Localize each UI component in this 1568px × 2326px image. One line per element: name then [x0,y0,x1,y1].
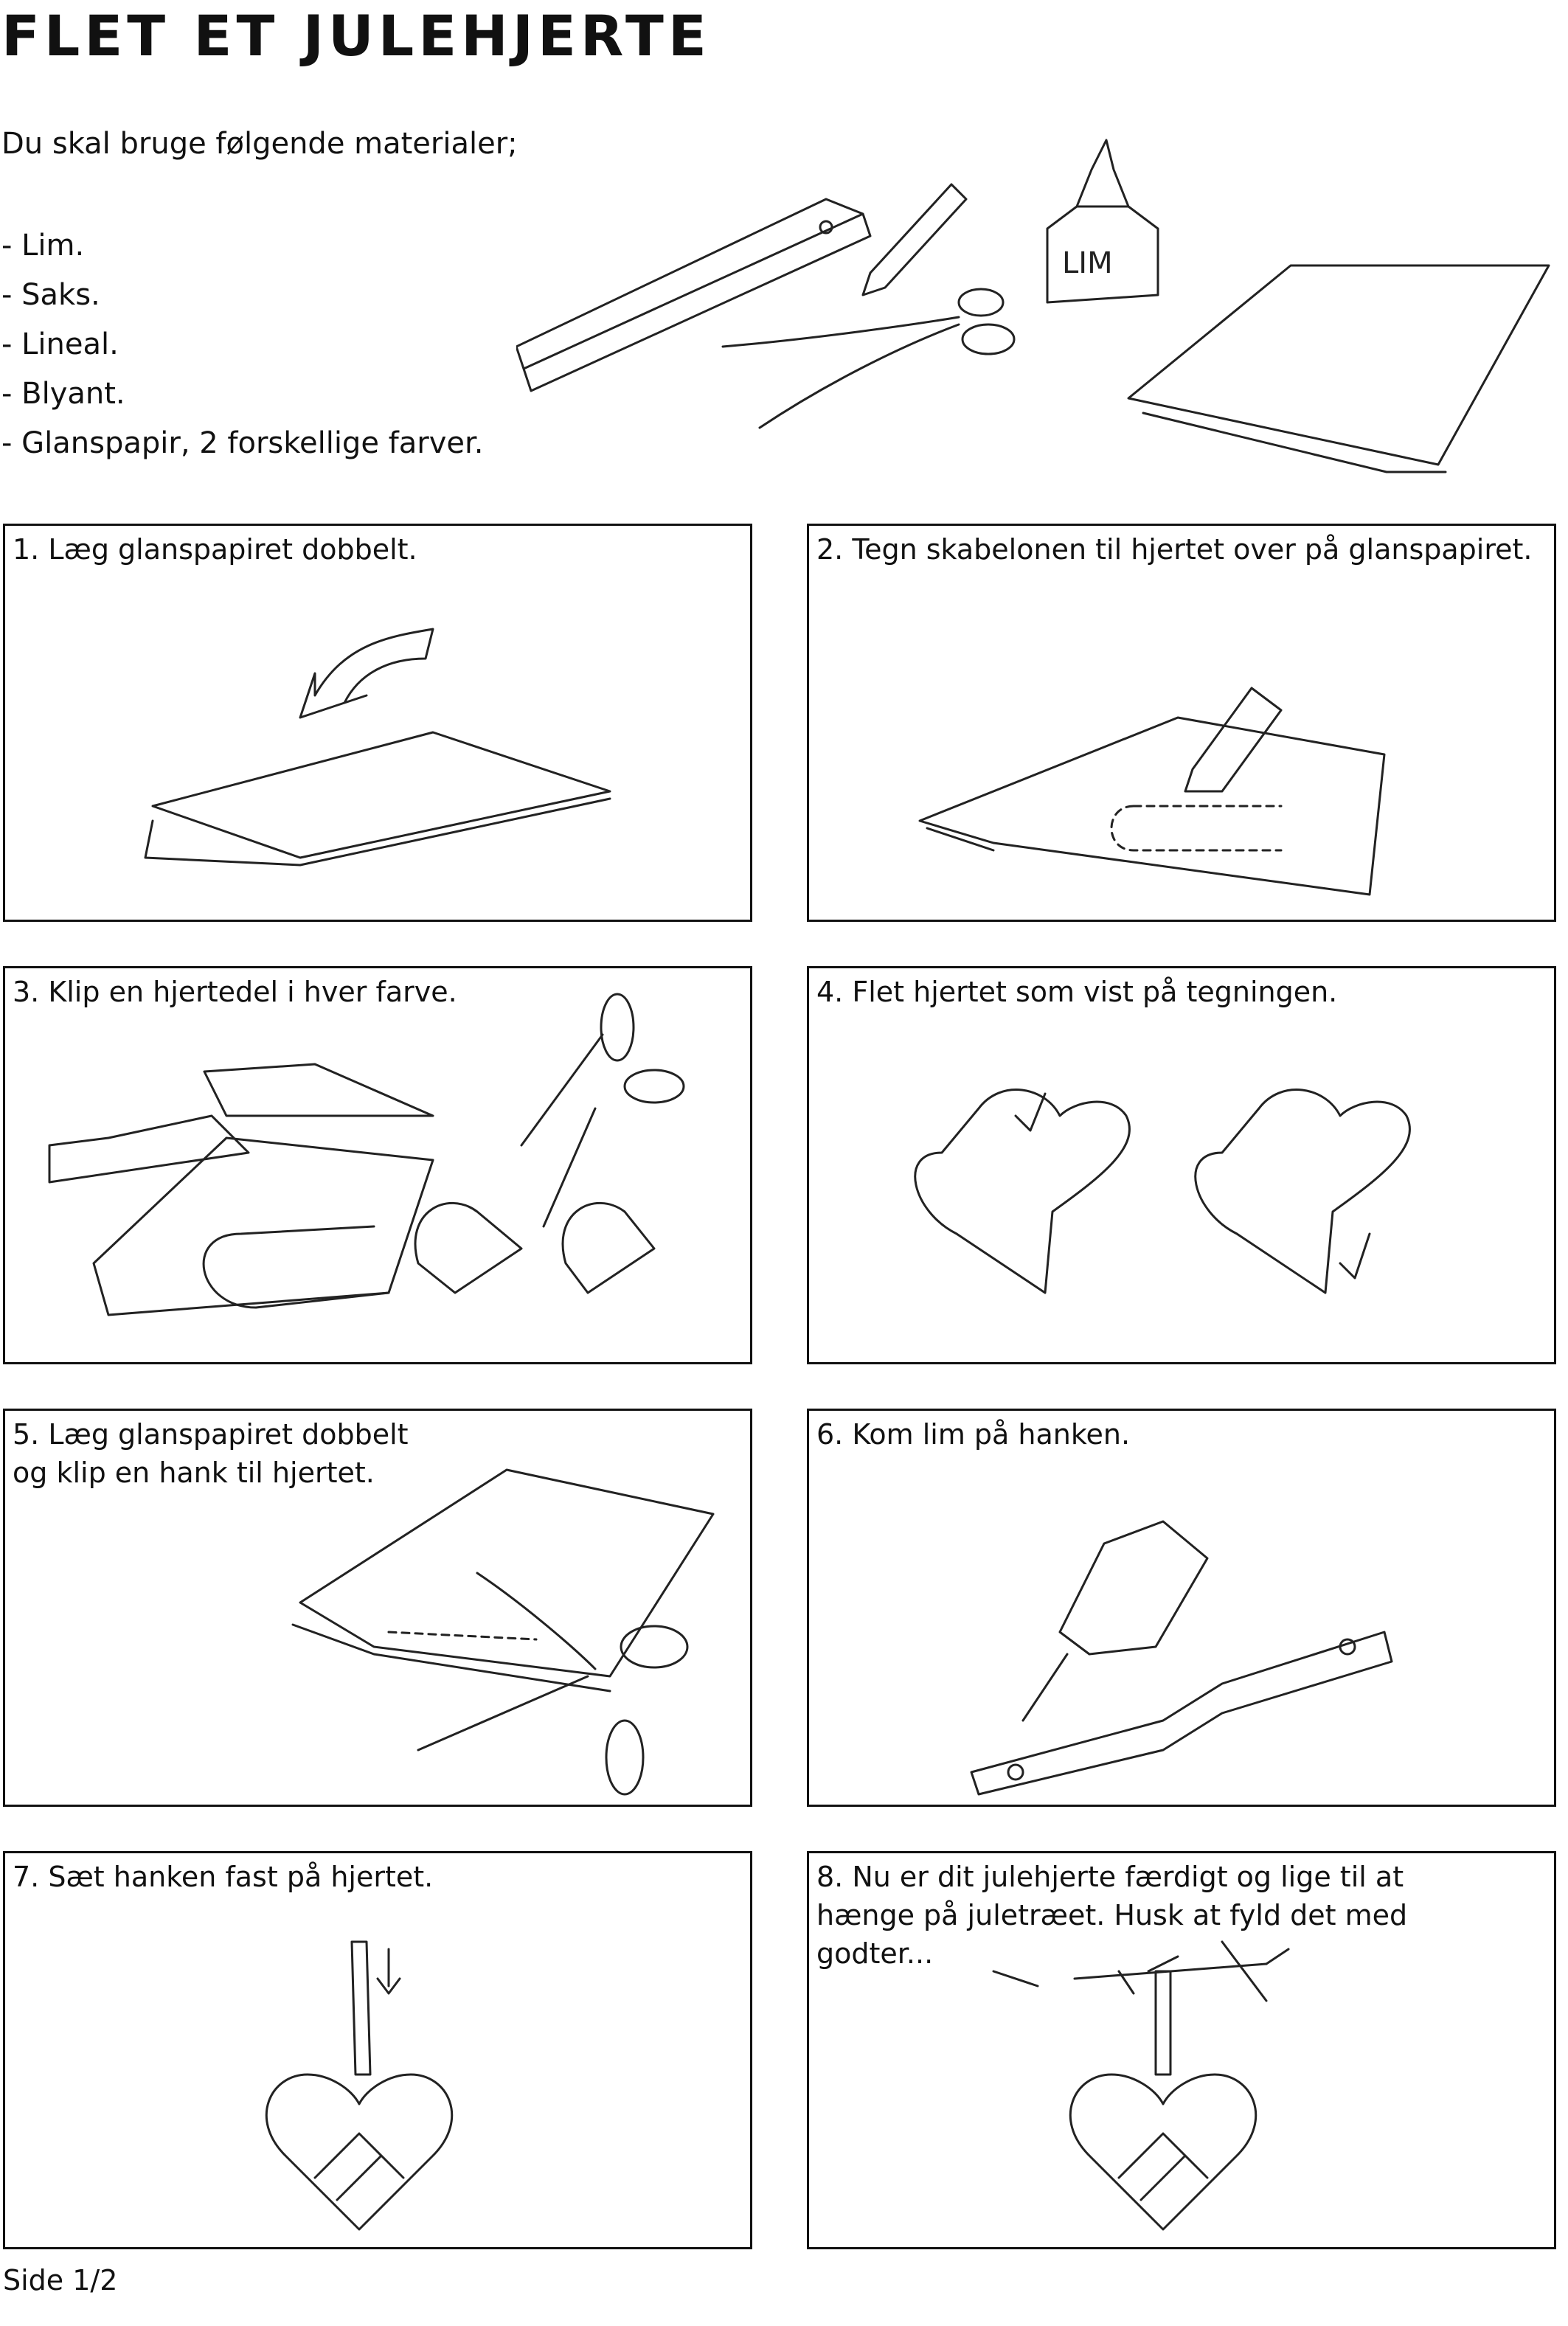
step-caption: 2. Tegn skabelonen til hjertet over på g… [816,533,1533,566]
step-5-panel: 5. Læg glanspapiret dobbelt og klip en h… [3,1409,752,1807]
step-caption: 7. Sæt hanken fast på hjertet. [13,1861,434,1893]
handle-strip [970,1631,1393,1796]
pencil-icon [1184,687,1283,793]
arrow-icon [1014,1092,1047,1132]
step-caption: 1. Læg glanspapiret dobbelt. [13,533,417,566]
ruler-icon [516,198,872,392]
down-arrow-icon [376,1948,401,1995]
scissors-icon [417,1572,689,1796]
pencil-icon [861,183,968,296]
glue-bottle-icon: LIM [1046,139,1159,304]
arrow-icon [1339,1232,1371,1280]
step-3-panel: 3. Klip en hjertedel i hver farve. [3,966,752,1364]
step-caption: 4. Flet hjertet som vist på tegningen. [816,976,1338,1008]
material-item: - Lim. [1,229,85,263]
material-item: - Blyant. [1,377,125,411]
step-1-panel: 1. Læg glanspapiret dobbelt. [3,524,752,922]
material-item: - Saks. [1,278,100,312]
step-caption: 5. Læg glanspapiret dobbelt og klip en h… [13,1418,409,1489]
paper-sheets-icon [1127,264,1550,473]
scissors-icon [721,288,1016,429]
material-item: - Glanspapir, 2 forskellige farver. [1,426,484,460]
page-title: FLET ET JULEHJERTE [1,3,711,69]
step-8-panel: 8. Nu er dit julehjerte færdigt og lige … [807,1851,1556,2249]
glue-label: LIM [1062,246,1113,280]
material-item: - Lineal. [1,327,119,361]
materials-illustration: LIM [516,139,1550,473]
materials-intro: Du skal bruge følgende materialer; [1,127,518,161]
heart-icon [265,2073,454,2231]
materials-list: - Lim. - Saks. - Lineal. - Blyant. - Gla… [1,221,483,468]
step-caption: 6. Kom lim på hanken. [816,1418,1131,1451]
heart-weave-right-icon [1194,1089,1411,1294]
step-7-panel: 7. Sæt hanken fast på hjertet. [3,1851,752,2249]
fold-arrow-icon [299,628,434,719]
scissors-icon [520,993,685,1228]
heart-icon [1069,2073,1257,2231]
heart-weave-left-icon [914,1089,1131,1294]
glue-bottle-icon [1021,1520,1209,1722]
page-number: Side 1/2 [3,2264,118,2297]
step-caption: 8. Nu er dit julehjerte færdigt og lige … [816,1861,1408,1970]
step-caption: 3. Klip en hjertedel i hver farve. [13,976,457,1008]
step-4-panel: 4. Flet hjertet som vist på tegningen. [807,966,1556,1364]
step-2-panel: 2. Tegn skabelonen til hjertet over på g… [807,524,1556,922]
step-6-panel: 6. Kom lim på hanken. [807,1409,1556,1807]
handle-strip [350,1940,372,2076]
